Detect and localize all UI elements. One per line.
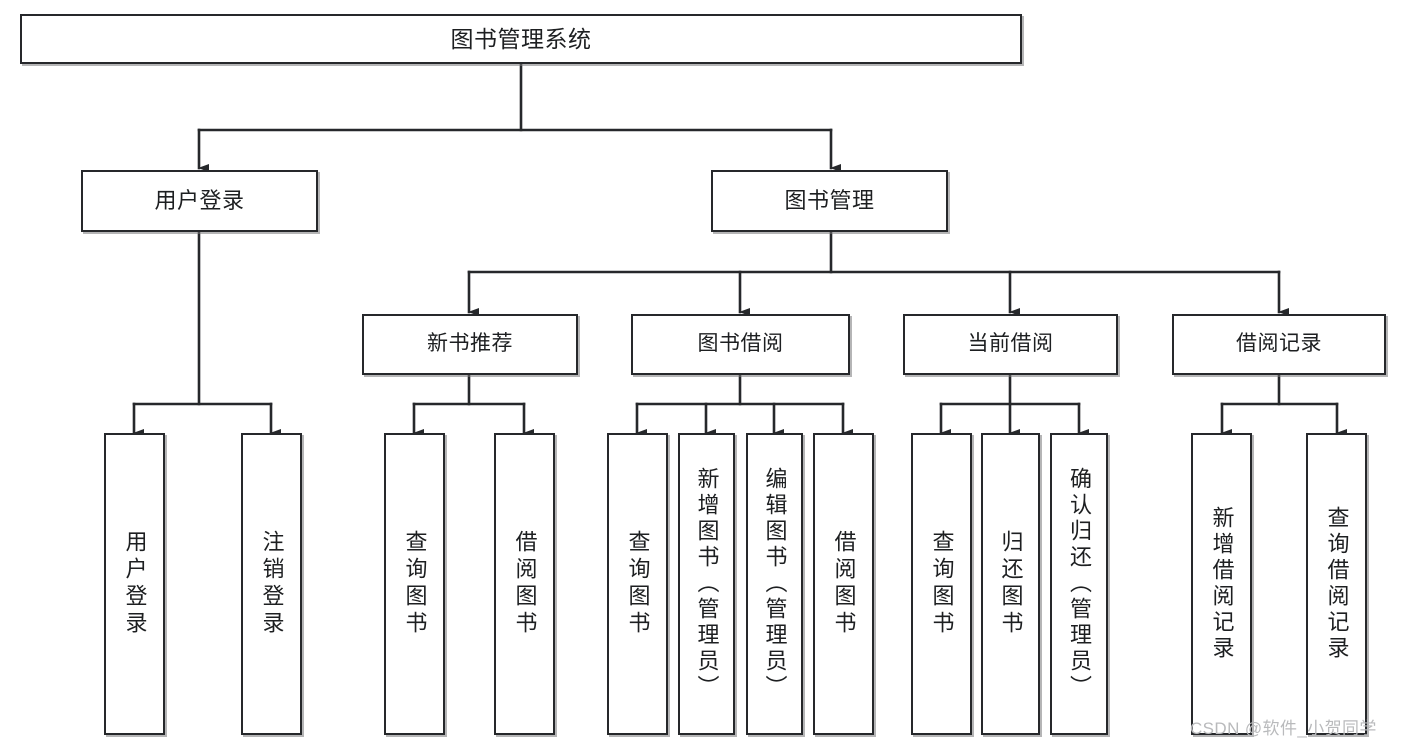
- node-book-borrow[interactable]: 图书借阅: [631, 314, 850, 375]
- leaf-user-login-login[interactable]: 用户登录: [104, 433, 165, 735]
- node-borrow-record-label: 借阅记录: [1236, 332, 1322, 356]
- node-current-borrow[interactable]: 当前借阅: [903, 314, 1118, 375]
- node-borrow-record[interactable]: 借阅记录: [1172, 314, 1386, 375]
- leaf-book-borrow-edit[interactable]: 编辑图书（管理员）: [746, 433, 803, 735]
- leaf-new-book-query-label: 查询图书: [402, 530, 428, 638]
- leaf-book-borrow-add[interactable]: 新增图书（管理员）: [678, 433, 735, 735]
- leaf-book-borrow-borrow[interactable]: 借阅图书: [813, 433, 874, 735]
- leaf-borrow-record-query-label: 查询借阅记录: [1324, 506, 1350, 662]
- node-user-login-label: 用户登录: [154, 188, 245, 214]
- leaf-new-book-query[interactable]: 查询图书: [384, 433, 445, 735]
- leaf-user-login-login-label: 用户登录: [122, 530, 148, 638]
- leaf-borrow-record-query[interactable]: 查询借阅记录: [1306, 433, 1367, 735]
- leaf-current-borrow-query[interactable]: 查询图书: [911, 433, 972, 735]
- node-book-manage-label: 图书管理: [784, 188, 875, 214]
- leaf-current-borrow-confirm[interactable]: 确认归还（管理员）: [1050, 433, 1108, 735]
- node-user-login[interactable]: 用户登录: [81, 170, 318, 232]
- leaf-current-borrow-return-label: 归还图书: [998, 530, 1024, 638]
- leaf-current-borrow-confirm-label: 确认归还（管理员）: [1067, 467, 1092, 701]
- node-book-borrow-label: 图书借阅: [697, 332, 784, 356]
- leaf-current-borrow-return[interactable]: 归还图书: [981, 433, 1040, 735]
- node-book-manage[interactable]: 图书管理: [711, 170, 948, 232]
- leaf-current-borrow-query-label: 查询图书: [929, 530, 955, 638]
- node-current-borrow-label: 当前借阅: [967, 332, 1054, 356]
- node-new-book-recommend[interactable]: 新书推荐: [362, 314, 578, 375]
- leaf-borrow-record-add[interactable]: 新增借阅记录: [1191, 433, 1252, 735]
- leaf-book-borrow-borrow-label: 借阅图书: [831, 530, 857, 638]
- leaf-user-login-logout[interactable]: 注销登录: [241, 433, 302, 735]
- node-root-system[interactable]: 图书管理系统: [20, 14, 1022, 64]
- leaf-borrow-record-add-label: 新增借阅记录: [1209, 506, 1235, 662]
- leaf-book-borrow-edit-label: 编辑图书（管理员）: [762, 467, 788, 701]
- leaf-book-borrow-add-label: 新增图书（管理员）: [694, 467, 720, 701]
- leaf-new-book-borrow[interactable]: 借阅图书: [494, 433, 555, 735]
- leaf-user-login-logout-label: 注销登录: [259, 530, 285, 638]
- node-root-system-label: 图书管理系统: [450, 25, 592, 52]
- leaf-book-borrow-query[interactable]: 查询图书: [607, 433, 668, 735]
- leaf-new-book-borrow-label: 借阅图书: [512, 530, 538, 638]
- node-new-book-recommend-label: 新书推荐: [427, 332, 513, 356]
- leaf-book-borrow-query-label: 查询图书: [625, 530, 651, 638]
